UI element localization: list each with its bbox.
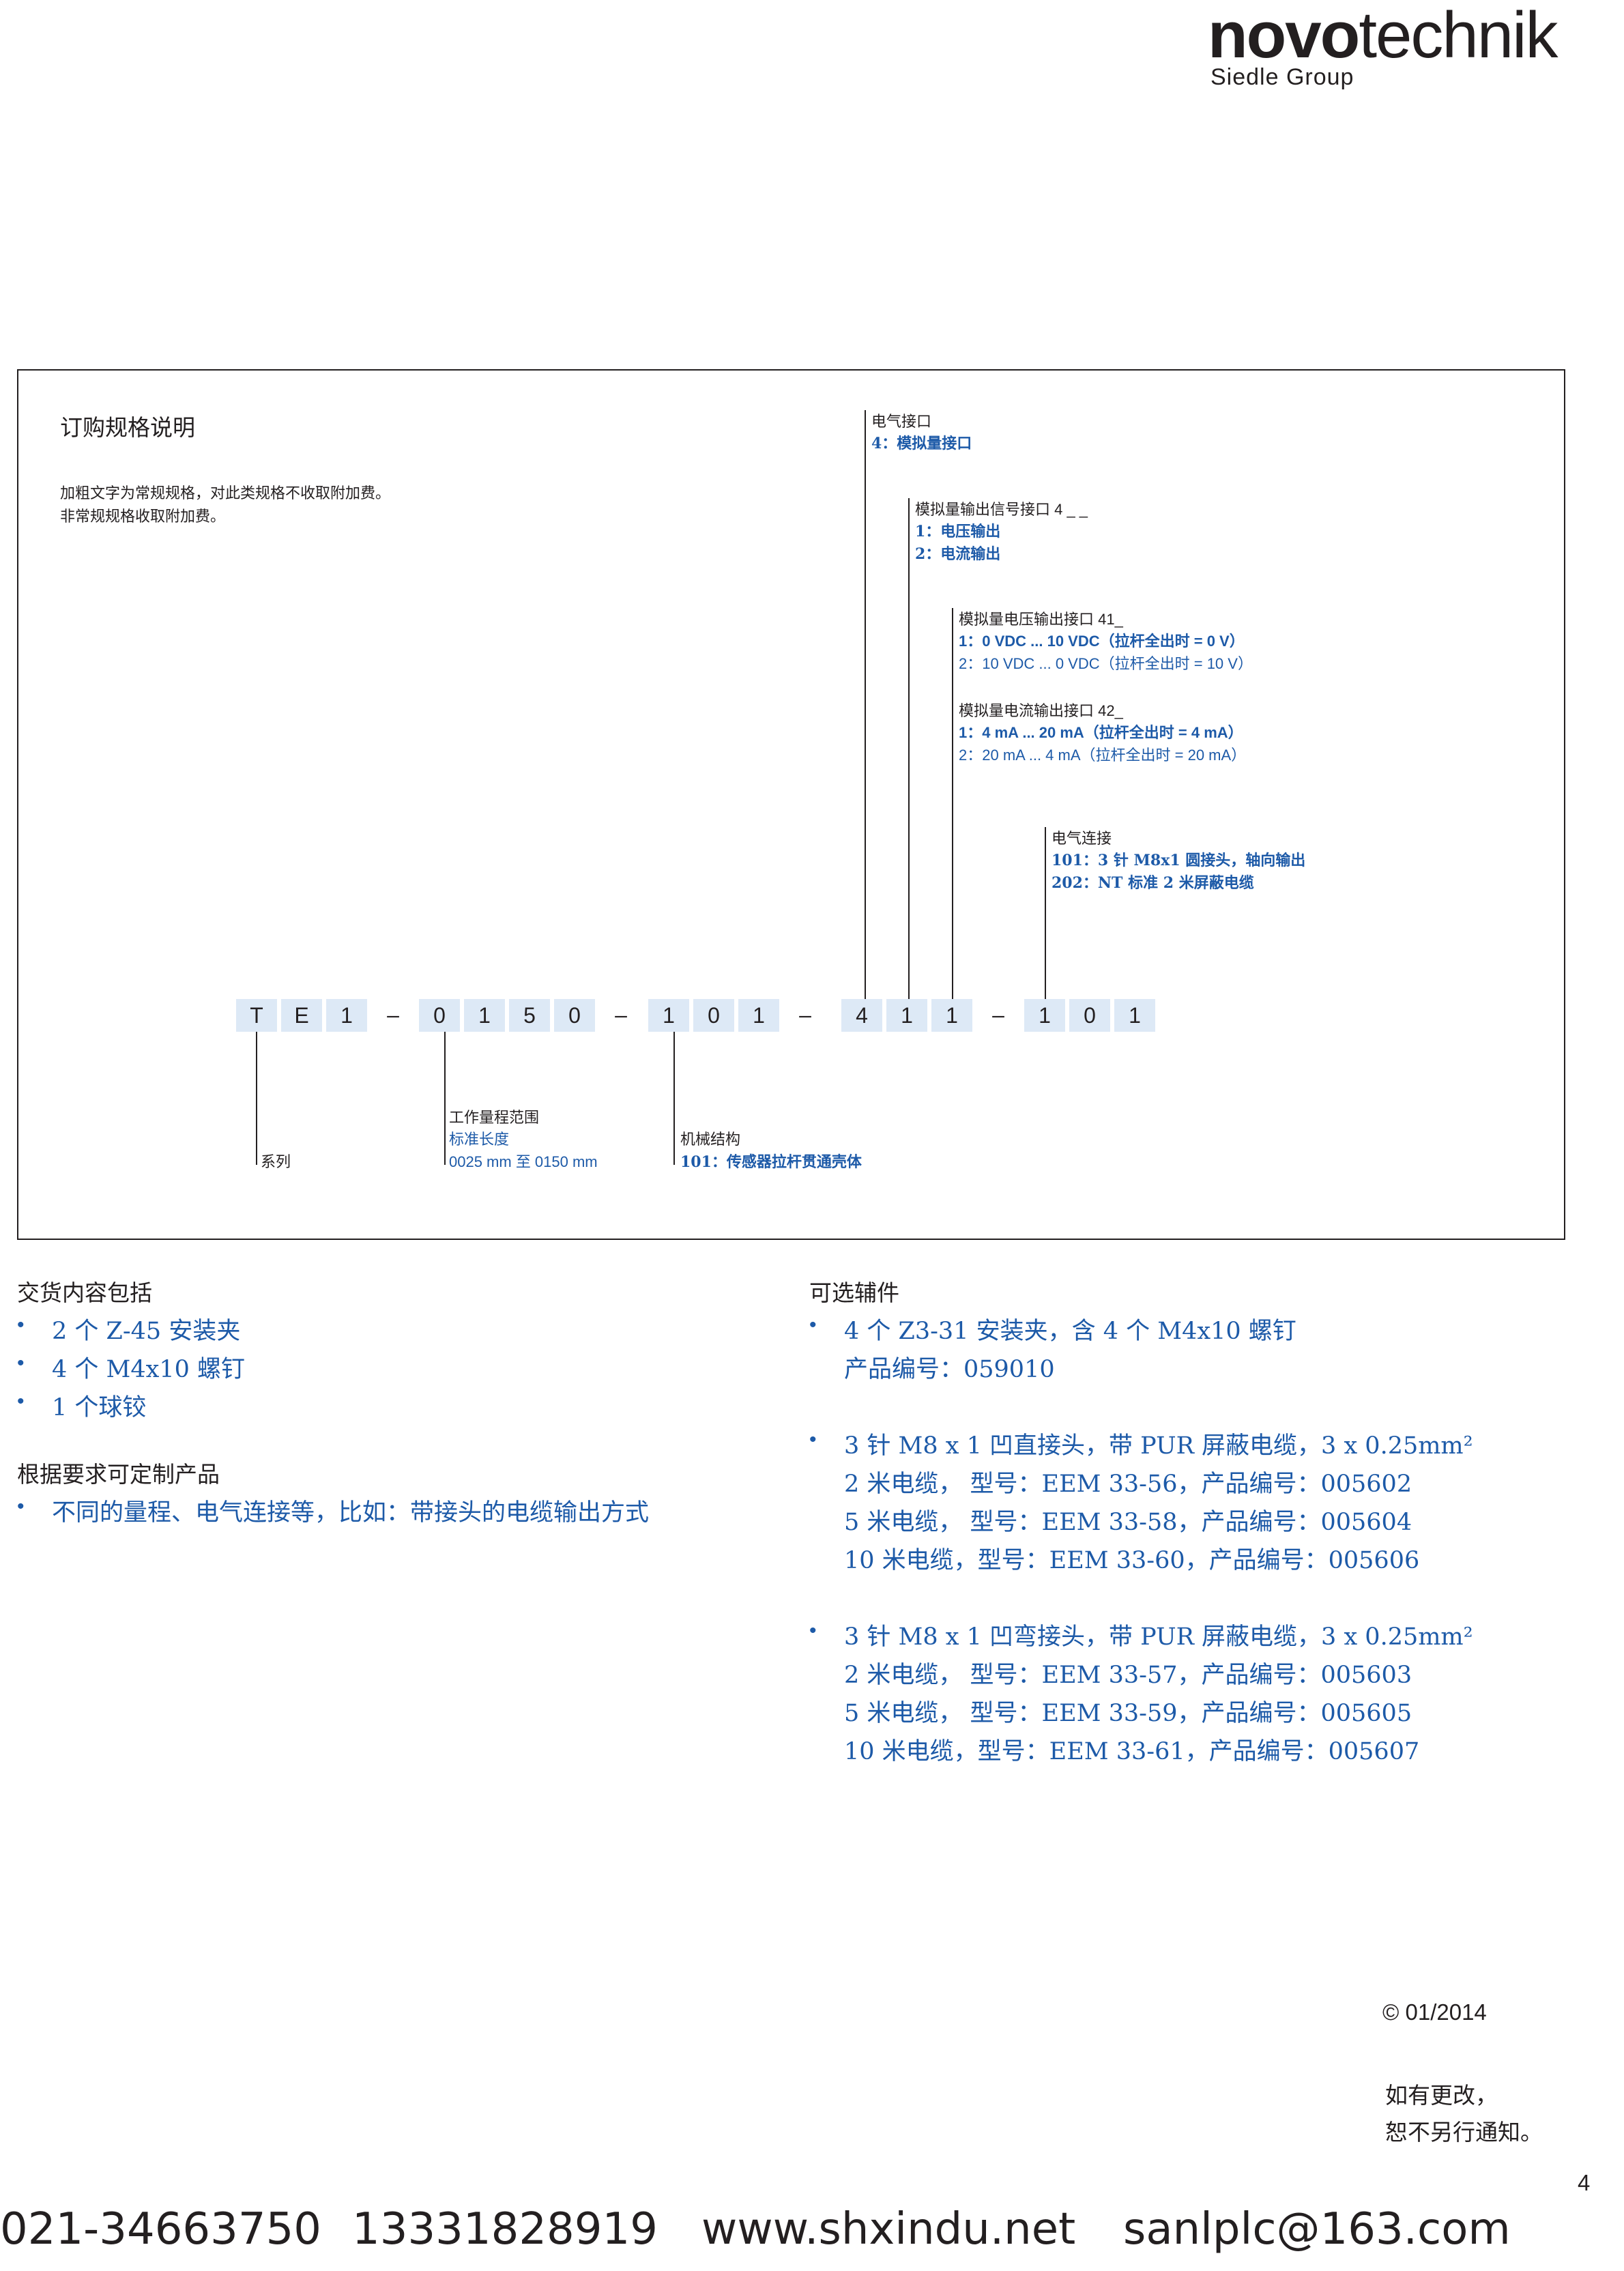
elec-connection-option-1: 101：3 针 M8x1 圆接头，轴向输出	[1052, 852, 1306, 869]
mech-option-1: 101：传感器拉杆贯通壳体	[680, 1153, 862, 1171]
accessories-title: 可选辅件	[809, 1280, 899, 1305]
code-cell: 5	[509, 999, 550, 1032]
voltage-output-option-2: 2：10 VDC ... 0 VDC（拉杆全出时 = 10 V）	[959, 655, 1253, 672]
delivery-title: 交货内容包括	[17, 1280, 152, 1305]
footer-phone-1: 021-34663750	[0, 2204, 321, 2255]
custom-title: 根据要求可定制产品	[17, 1462, 220, 1487]
novotechnik-logo: novotechnik	[1208, 0, 1558, 72]
page-number: 4	[1578, 2170, 1591, 2195]
code-cell: 0	[419, 999, 460, 1032]
code-cell: 1	[464, 999, 505, 1032]
order-title: 订购规格说明	[60, 415, 195, 440]
code-separator: –	[387, 1002, 399, 1027]
series-label: 系列	[261, 1153, 291, 1170]
connector-line-analog-out	[952, 608, 953, 999]
elec-interface-option: 4：模拟量接口	[871, 435, 972, 452]
copyright: © 01/2014	[1382, 1999, 1487, 2025]
bullet-icon: •	[17, 1314, 25, 1336]
code-separator: –	[615, 1002, 627, 1027]
code-separator: –	[992, 1002, 1004, 1027]
change-notice-line1: 如有更改，	[1385, 2082, 1498, 2109]
analog-signal-option-2: 2：电流输出	[915, 545, 1001, 563]
bullet-icon: •	[809, 1314, 817, 1336]
accessory-2-line4: 10 米电缆，型号：EEM 33-60，产品编号：005606	[844, 1547, 1420, 1574]
current-output-label: 模拟量电流输出接口 42_	[959, 702, 1123, 719]
code-cell: 4	[841, 999, 882, 1032]
accessory-2-line3: 5 米电缆， 型号：EEM 33-58，产品编号：005604	[844, 1509, 1412, 1536]
order-note-line2: 非常规规格收取附加费。	[60, 508, 226, 525]
connector-line-elec-interface	[865, 410, 866, 999]
mech-label: 机械结构	[680, 1131, 741, 1148]
connector-line-elec-connection	[1045, 827, 1046, 999]
accessory-3-line3: 5 米电缆， 型号：EEM 33-59，产品编号：005605	[844, 1700, 1412, 1727]
accessory-3-line1: 3 针 M8 x 1 凹弯接头，带 PUR 屏蔽电缆，3 x 0.25mm²	[844, 1623, 1473, 1651]
code-cell: T	[236, 999, 277, 1032]
elec-interface-label: 电气接口	[871, 413, 932, 430]
connector-line-analog-signal	[908, 498, 910, 999]
accessory-1-line1: 4 个 Z3-31 安装夹，含 4 个 M4x10 螺钉	[844, 1318, 1296, 1345]
accessory-1-line2: 产品编号：059010	[844, 1356, 1055, 1383]
code-cell: E	[281, 999, 322, 1032]
code-cell: 1	[1114, 999, 1155, 1032]
order-note-line1: 加粗文字为常规规格，对此类规格不收取附加费。	[60, 484, 391, 502]
current-output-option-2: 2：20 mA ... 4 mA（拉杆全出时 = 20 mA）	[959, 747, 1247, 764]
code-cell: 0	[1069, 999, 1110, 1032]
bullet-icon: •	[17, 1495, 25, 1518]
range-label: 工作量程范围	[449, 1109, 540, 1126]
analog-signal-option-1: 1：电压输出	[915, 523, 1001, 540]
code-cell: 1	[886, 999, 927, 1032]
bullet-icon: •	[17, 1390, 25, 1413]
voltage-output-option-1: 1：0 VDC ... 10 VDC（拉杆全出时 = 0 V）	[959, 633, 1245, 650]
footer-phone-2: 13331828919	[352, 2204, 658, 2255]
code-cell: 0	[693, 999, 734, 1032]
delivery-item-2: 4 个 M4x10 螺钉	[52, 1356, 246, 1383]
custom-item-1: 不同的量程、电气连接等，比如：带接头的电缆输出方式	[52, 1499, 650, 1527]
range-option-2: 0025 mm 至 0150 mm	[449, 1153, 598, 1170]
footer-email[interactable]: sanlplc@163.com	[1123, 2204, 1511, 2255]
connector-line-range	[444, 1032, 446, 1165]
accessory-3-line4: 10 米电缆，型号：EEM 33-61，产品编号：005607	[844, 1738, 1420, 1765]
logo-subtitle: Siedle Group	[1210, 64, 1354, 90]
bullet-icon: •	[17, 1352, 25, 1374]
connector-line-mech	[673, 1032, 675, 1165]
connector-line-series	[256, 1032, 257, 1165]
code-cell: 1	[738, 999, 779, 1032]
analog-signal-label: 模拟量输出信号接口 4 _ _	[915, 501, 1088, 518]
delivery-item-1: 2 个 Z-45 安装夹	[52, 1318, 241, 1345]
accessory-2-line1: 3 针 M8 x 1 凹直接头，带 PUR 屏蔽电缆，3 x 0.25mm²	[844, 1432, 1473, 1460]
elec-connection-option-2: 202：NT 标准 2 米屏蔽电缆	[1052, 874, 1254, 892]
code-cell: 0	[554, 999, 595, 1032]
code-separator: –	[799, 1002, 811, 1027]
footer-website[interactable]: www.shxindu.net	[701, 2204, 1076, 2255]
range-option-1: 标准长度	[449, 1131, 510, 1148]
accessory-2-line2: 2 米电缆， 型号：EEM 33-56，产品编号：005602	[844, 1471, 1412, 1498]
elec-connection-label: 电气连接	[1052, 830, 1112, 847]
accessory-3-line2: 2 米电缆， 型号：EEM 33-57，产品编号：005603	[844, 1662, 1412, 1689]
code-cell: 1	[931, 999, 972, 1032]
bullet-icon: •	[809, 1428, 817, 1451]
delivery-item-3: 1 个球铰	[52, 1394, 147, 1421]
code-cell: 1	[326, 999, 367, 1032]
code-cell: 1	[1024, 999, 1065, 1032]
voltage-output-label: 模拟量电压输出接口 41_	[959, 611, 1123, 628]
bullet-icon: •	[809, 1619, 817, 1642]
current-output-option-1: 1：4 mA ... 20 mA（拉杆全出时 = 4 mA）	[959, 724, 1243, 741]
change-notice-line2: 恕不另行通知。	[1385, 2119, 1543, 2145]
code-cell: 1	[648, 999, 689, 1032]
order-code-box	[17, 369, 1565, 1240]
